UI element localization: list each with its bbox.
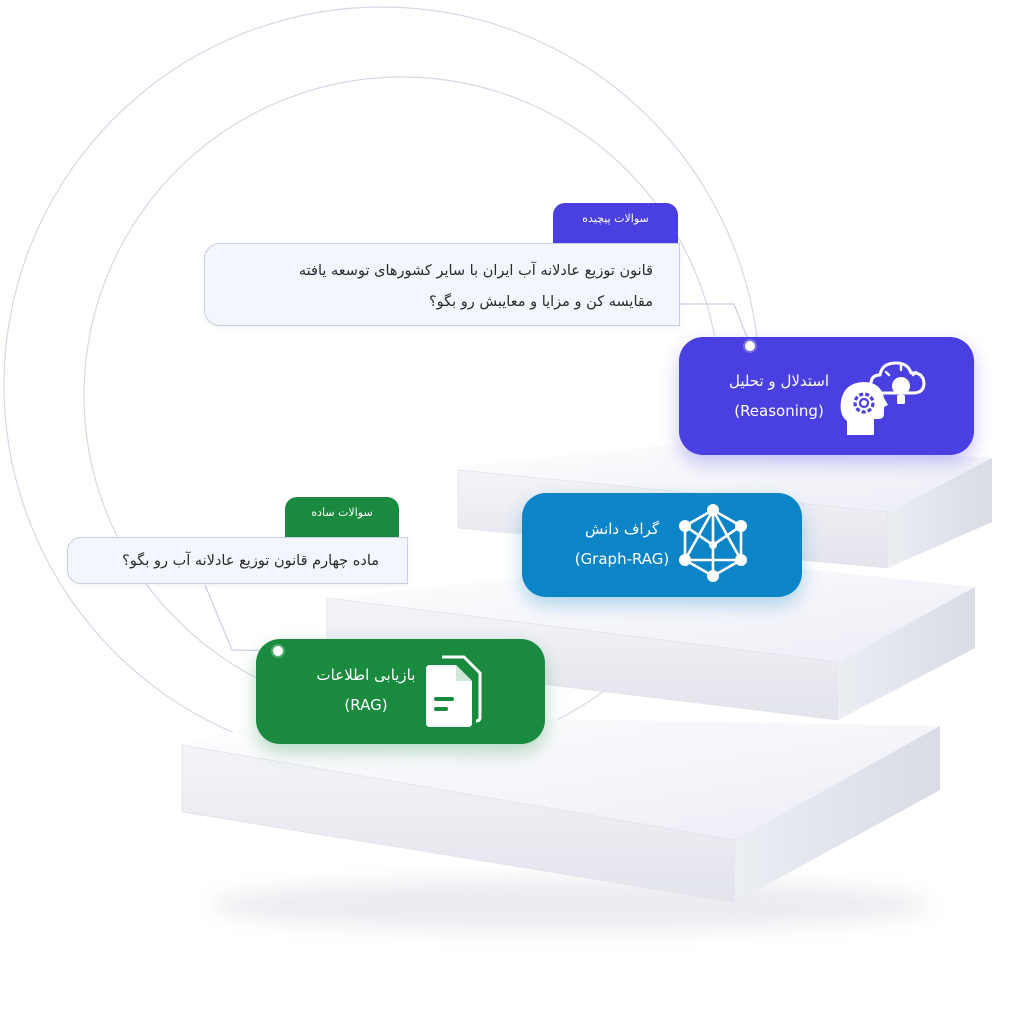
step-bottom xyxy=(181,715,940,903)
rag-card: بازیابی اطلاعات (RAG) xyxy=(256,639,545,744)
documents-icon xyxy=(426,655,482,727)
connector-dot xyxy=(273,646,283,656)
simple-questions-tag-label: سوالات ساده xyxy=(311,506,373,519)
simple-question-text: ماده چهارم قانون توزیع عادلانه آب رو بگو… xyxy=(122,553,379,569)
graph-rag-card: گراف دانش (Graph-RAG) xyxy=(522,493,802,597)
reasoning-subtitle: (Reasoning) xyxy=(734,402,824,420)
complex-questions-tag-label: سوالات پیچیده xyxy=(582,212,649,225)
simple-questions-tag: سوالات ساده xyxy=(285,497,399,543)
simple-question-bubble: ماده چهارم قانون توزیع عادلانه آب رو بگو… xyxy=(67,537,408,584)
complex-question-line-2: مقایسه کن و مزایا و معایبش رو بگو؟ xyxy=(428,294,653,310)
graph-subtitle: (Graph-RAG) xyxy=(574,550,670,568)
step-shadow xyxy=(210,879,930,931)
rag-subtitle: (RAG) xyxy=(344,696,388,714)
connector-dot xyxy=(745,341,755,351)
rag-title: بازیابی اطلاعات xyxy=(316,666,416,684)
reasoning-card: استدلال و تحلیل (Reasoning) xyxy=(679,337,974,455)
step-middle xyxy=(326,558,975,721)
reasoning-title: استدلال و تحلیل xyxy=(728,372,830,390)
head-gear-lightbulb-icon xyxy=(840,361,926,435)
graph-network-icon xyxy=(679,504,747,582)
graph-title: گراف دانش xyxy=(584,520,660,538)
complex-question-line-1: قانون توزیع عادلانه آب ایران با سایر کشو… xyxy=(298,263,653,279)
connector-complex xyxy=(680,303,751,346)
complex-question-bubble: قانون توزیع عادلانه آب ایران با سایر کشو… xyxy=(204,243,680,326)
